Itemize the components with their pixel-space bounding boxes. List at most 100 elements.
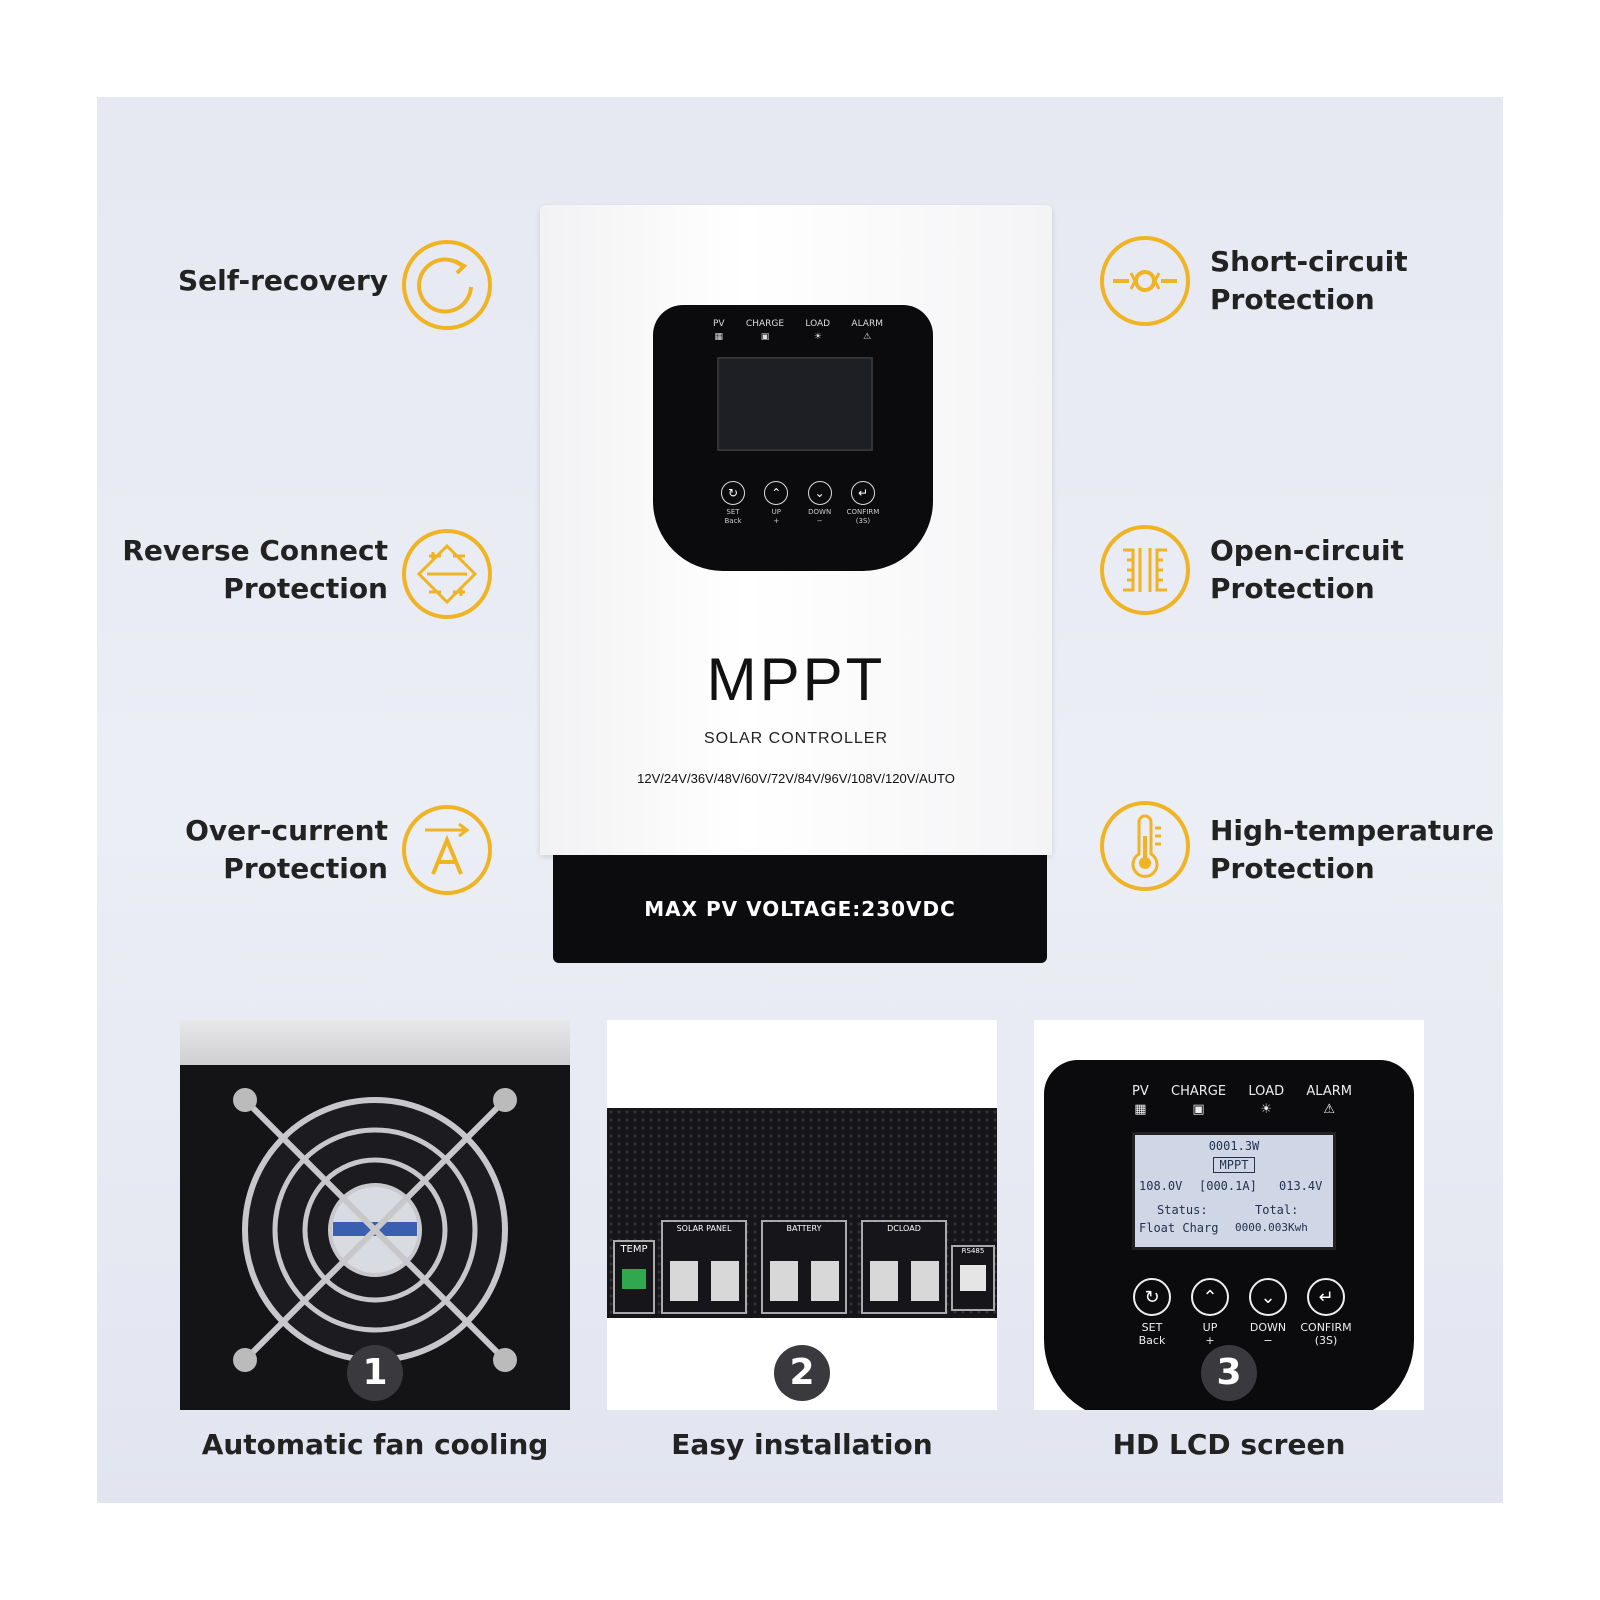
refresh-icon: ↻ bbox=[1133, 1278, 1171, 1316]
casing-top bbox=[180, 1020, 570, 1065]
max-pv-voltage: MAX PV VOLTAGE:230VDC bbox=[644, 897, 956, 921]
chevron-up-icon: ⌃ bbox=[764, 481, 789, 505]
terminal-screw bbox=[810, 1261, 839, 1301]
button-label: UP bbox=[771, 508, 781, 516]
rs485-port: RS485 bbox=[951, 1245, 995, 1311]
confirm-button[interactable]: ↵ CONFIRM(3S) bbox=[843, 481, 883, 526]
fuse-icon bbox=[1100, 236, 1190, 326]
up-button[interactable]: ⌃UP+ bbox=[1182, 1278, 1238, 1347]
ammeter-icon bbox=[402, 805, 492, 895]
fan-icon bbox=[233, 1088, 517, 1372]
feature-label-high-temperature: High-temperature Protection bbox=[1210, 814, 1495, 885]
indicator-label: ALARM bbox=[1306, 1084, 1352, 1099]
lcd-display bbox=[717, 357, 873, 451]
chevron-down-icon: ⌄ bbox=[1249, 1278, 1287, 1316]
caption-lcd-screen: HD LCD screen bbox=[1112, 1428, 1346, 1461]
terminal-screw bbox=[769, 1261, 798, 1301]
button-sub: (3S) bbox=[855, 517, 871, 525]
up-button[interactable]: ⌃ UP+ bbox=[756, 481, 796, 526]
terminal-screw bbox=[910, 1261, 939, 1301]
terminal-screw bbox=[869, 1261, 898, 1301]
enter-icon: ↵ bbox=[1307, 1278, 1345, 1316]
button-sub: − bbox=[816, 517, 823, 525]
indicator-row: PV▦ CHARGE▣ LOAD☀ ALARM⚠ bbox=[1132, 1084, 1352, 1117]
indicator-label: LOAD bbox=[1248, 1084, 1285, 1099]
chevron-down-icon: ⌄ bbox=[807, 481, 832, 505]
caption-installation: Easy installation bbox=[671, 1428, 933, 1461]
indicator-label: PV bbox=[1132, 1084, 1149, 1099]
lcd-status-label: Status: bbox=[1157, 1203, 1208, 1217]
terminal-dcload: DCLOAD bbox=[861, 1220, 947, 1314]
lcd-power: 0001.3W bbox=[1208, 1139, 1260, 1153]
feature-label-over-current: Over-current Protection bbox=[185, 814, 388, 885]
terminal-solar: SOLAR PANEL bbox=[661, 1220, 747, 1314]
voltage-list: 12V/24V/36V/48V/60V/72V/84V/96V/108V/120… bbox=[637, 771, 955, 786]
number-badge: 1 bbox=[347, 1345, 403, 1401]
lcd-current: [000.1A] bbox=[1199, 1179, 1257, 1193]
port-label: RS485 bbox=[961, 1247, 985, 1255]
button-label: CONFIRM bbox=[846, 508, 880, 516]
alarm-icon: ⚠ bbox=[863, 332, 872, 342]
photo-lcd-screen: PV▦ CHARGE▣ LOAD☀ ALARM⚠ 0001.3W MPPT 10… bbox=[1034, 1020, 1424, 1410]
button-label: DOWN bbox=[808, 508, 832, 516]
terminal-label: SOLAR PANEL bbox=[676, 1224, 732, 1233]
lcd-total-value: 0000.003Kwh bbox=[1235, 1221, 1308, 1234]
terminal-label: DCLOAD bbox=[887, 1224, 921, 1233]
bulb-icon: ☀ bbox=[813, 332, 822, 342]
number-badge: 3 bbox=[1201, 1345, 1257, 1401]
feature-label-open-circuit: Open-circuit Protection bbox=[1210, 534, 1404, 605]
enter-icon: ↵ bbox=[850, 481, 875, 505]
alarm-icon: ⚠ bbox=[1323, 1102, 1335, 1117]
lcd-total-label: Total: bbox=[1255, 1203, 1299, 1217]
button-label: DOWN bbox=[1249, 1321, 1287, 1334]
terminal-screw bbox=[710, 1261, 739, 1301]
device-base: MAX PV VOLTAGE:230VDC bbox=[553, 855, 1047, 963]
device-subtitle: SOLAR CONTROLLER bbox=[703, 730, 889, 747]
temp-label: TEMP bbox=[620, 1244, 648, 1255]
feature-label-short-circuit: Short-circuit Protection bbox=[1210, 245, 1408, 316]
button-sub: Back bbox=[724, 517, 742, 525]
indicator-label: ALARM bbox=[851, 319, 883, 329]
feature-label-self-recovery: Self-recovery bbox=[178, 264, 388, 297]
button-label: UP bbox=[1202, 1321, 1218, 1334]
terminal-battery: BATTERY bbox=[761, 1220, 847, 1314]
bridge-rectifier-icon bbox=[402, 529, 492, 619]
down-button[interactable]: ⌄ DOWN− bbox=[800, 481, 840, 526]
indicator-label: PV bbox=[713, 319, 725, 329]
rj-jack bbox=[960, 1265, 986, 1291]
number-badge: 2 bbox=[774, 1345, 830, 1401]
lcd-screen: 0001.3W MPPT 108.0V [000.1A] 013.4V Stat… bbox=[1132, 1132, 1336, 1250]
brand-title: MPPT bbox=[706, 646, 886, 713]
battery-icon: ▣ bbox=[760, 332, 770, 342]
refresh-icon: ↻ bbox=[721, 481, 745, 505]
photo-installation: TEMP SOLAR PANEL BATTERY DCLOAD RS485 2 bbox=[607, 1020, 997, 1410]
lcd-pv-voltage: 108.0V bbox=[1139, 1179, 1183, 1193]
button-label: SET bbox=[1141, 1321, 1163, 1334]
caption-fan-cooling: Automatic fan cooling bbox=[201, 1428, 549, 1461]
indicator-label: LOAD bbox=[805, 319, 831, 329]
indicator-label: CHARGE bbox=[745, 319, 785, 329]
solar-panel-icon: ▦ bbox=[714, 332, 724, 342]
temp-port: TEMP bbox=[613, 1240, 655, 1314]
indicator-row: PV ▦ CHARGE ▣ LOAD ☀ ALARM ⚠ bbox=[713, 319, 883, 342]
button-sub: + bbox=[773, 517, 780, 525]
button-sub: − bbox=[1263, 1334, 1273, 1347]
confirm-button[interactable]: ↵CONFIRM(3S) bbox=[1298, 1278, 1354, 1347]
solar-panel-icon: ▦ bbox=[1134, 1102, 1147, 1117]
button-label: SET bbox=[726, 508, 740, 516]
terminal-screw bbox=[669, 1261, 698, 1301]
button-sub: (3S) bbox=[1314, 1334, 1338, 1347]
button-sub: Back bbox=[1138, 1334, 1166, 1347]
lcd-status-value: Float Charg bbox=[1139, 1221, 1219, 1235]
rotate-icon bbox=[402, 240, 492, 330]
down-button[interactable]: ⌄ DOWN− bbox=[1240, 1278, 1296, 1347]
thermometer-icon bbox=[1100, 801, 1190, 891]
terminal-label: BATTERY bbox=[786, 1224, 822, 1233]
photo-fan-cooling: 1 bbox=[180, 1020, 570, 1410]
